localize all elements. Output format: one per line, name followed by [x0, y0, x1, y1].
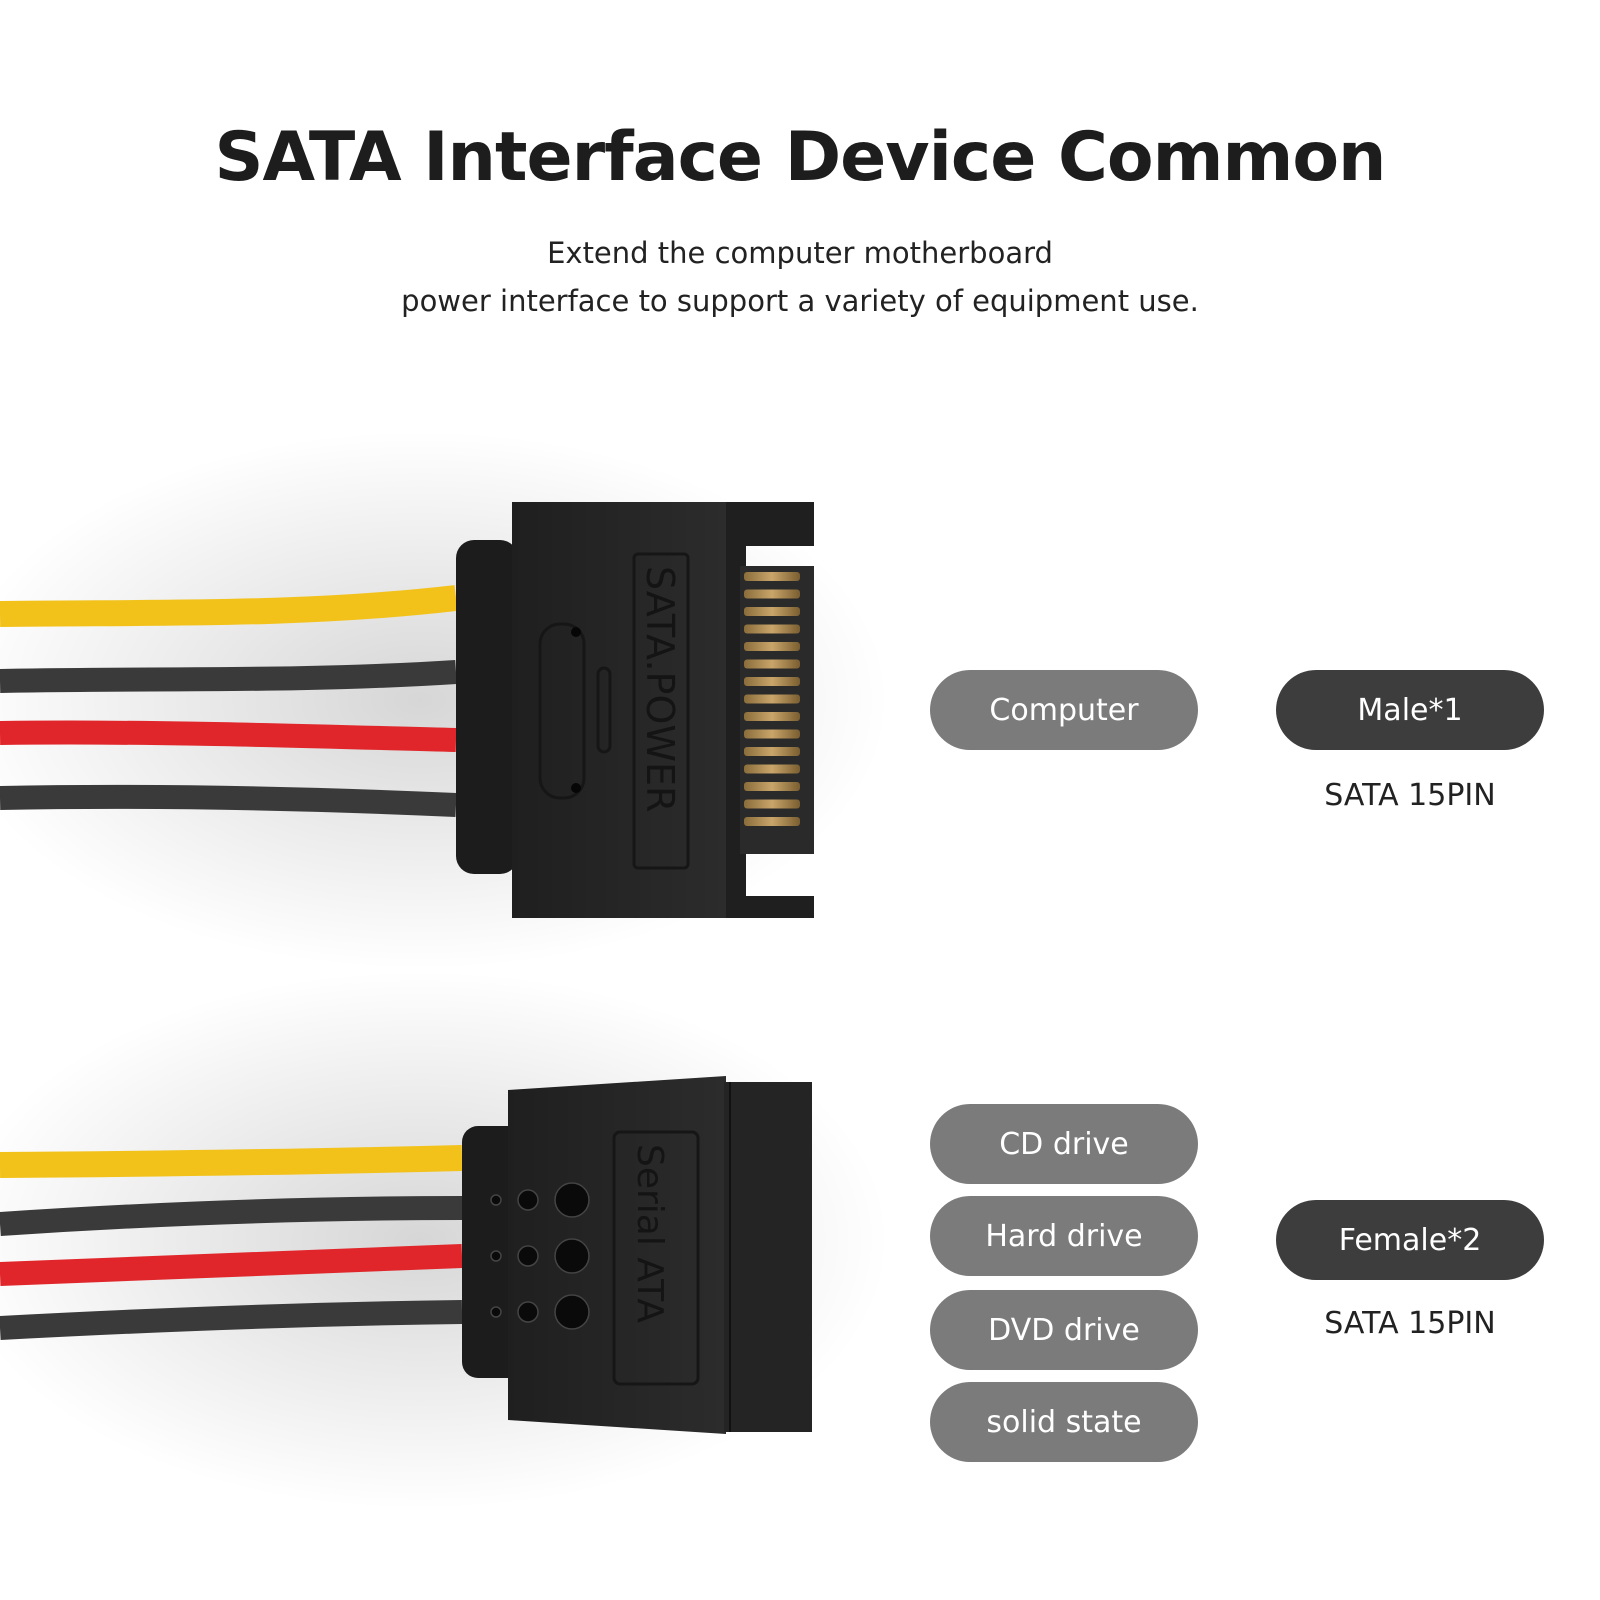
- subtitle-line-2: power interface to support a variety of …: [401, 284, 1199, 318]
- male-pin: [744, 817, 800, 826]
- male-wire-black-2: [0, 784, 457, 817]
- male-body: [512, 502, 728, 918]
- female-spec-caption: SATA 15PIN: [1324, 1306, 1496, 1341]
- male-wire-yellow: [0, 585, 458, 627]
- male-dot-bottom: [571, 783, 581, 793]
- male-pin: [744, 659, 800, 669]
- male-pin: [744, 712, 800, 721]
- male-count-pill: Male*1: [1276, 670, 1544, 750]
- male-contact-pins: [744, 572, 800, 826]
- male-pin: [744, 624, 800, 634]
- male-latch-bottom: [726, 896, 814, 918]
- female-count-pill: Female*2: [1276, 1200, 1544, 1280]
- female-wire-red: [0, 1244, 463, 1286]
- female-socket: [724, 1082, 812, 1432]
- male-pin: [744, 747, 800, 756]
- male-pin: [744, 764, 800, 774]
- male-ridge-small: [596, 666, 612, 754]
- male-pin: [744, 642, 800, 651]
- male-pin: [744, 799, 800, 809]
- male-dot-top: [571, 627, 581, 637]
- male-pin: [744, 694, 800, 704]
- use-pill-computer: Computer: [930, 670, 1198, 750]
- male-connector: SATA.POWER: [456, 502, 814, 918]
- male-pin: [744, 572, 800, 581]
- female-body: [508, 1076, 726, 1434]
- male-wire-black-1: [0, 660, 457, 693]
- male-strain-relief: [456, 540, 518, 874]
- female-connector: Serial ATA: [462, 1076, 812, 1434]
- male-latch-top: [726, 502, 814, 546]
- use-pill-solid-state: solid state: [930, 1382, 1198, 1462]
- page-title: SATA Interface Device Common: [214, 118, 1387, 197]
- female-embossed-text: Serial ATA: [629, 1144, 670, 1323]
- female-wire-black-1: [0, 1196, 463, 1236]
- female-label-plate: [612, 1130, 700, 1386]
- use-pill-dvd-drive: DVD drive: [930, 1290, 1198, 1370]
- male-pin: [744, 729, 800, 739]
- male-wire-red: [0, 720, 457, 752]
- male-wires: [0, 585, 458, 817]
- use-pill-cd-drive: CD drive: [930, 1104, 1198, 1184]
- female-wires: [0, 1145, 463, 1340]
- male-ridge: [538, 622, 586, 800]
- female-contact-dots: [490, 1182, 590, 1330]
- male-pin: [744, 782, 800, 791]
- male-pin: [744, 677, 800, 686]
- use-pill-hard-drive: Hard drive: [930, 1196, 1198, 1276]
- female-wire-black-2: [0, 1300, 463, 1340]
- male-label-plate: [632, 552, 690, 870]
- male-spec-caption: SATA 15PIN: [1324, 778, 1496, 813]
- male-embossed-text: SATA.POWER: [638, 566, 682, 812]
- female-wire-yellow: [0, 1145, 463, 1178]
- male-pin: [744, 589, 800, 599]
- subtitle-line-1: Extend the computer motherboard: [547, 236, 1053, 270]
- male-pin: [744, 607, 800, 616]
